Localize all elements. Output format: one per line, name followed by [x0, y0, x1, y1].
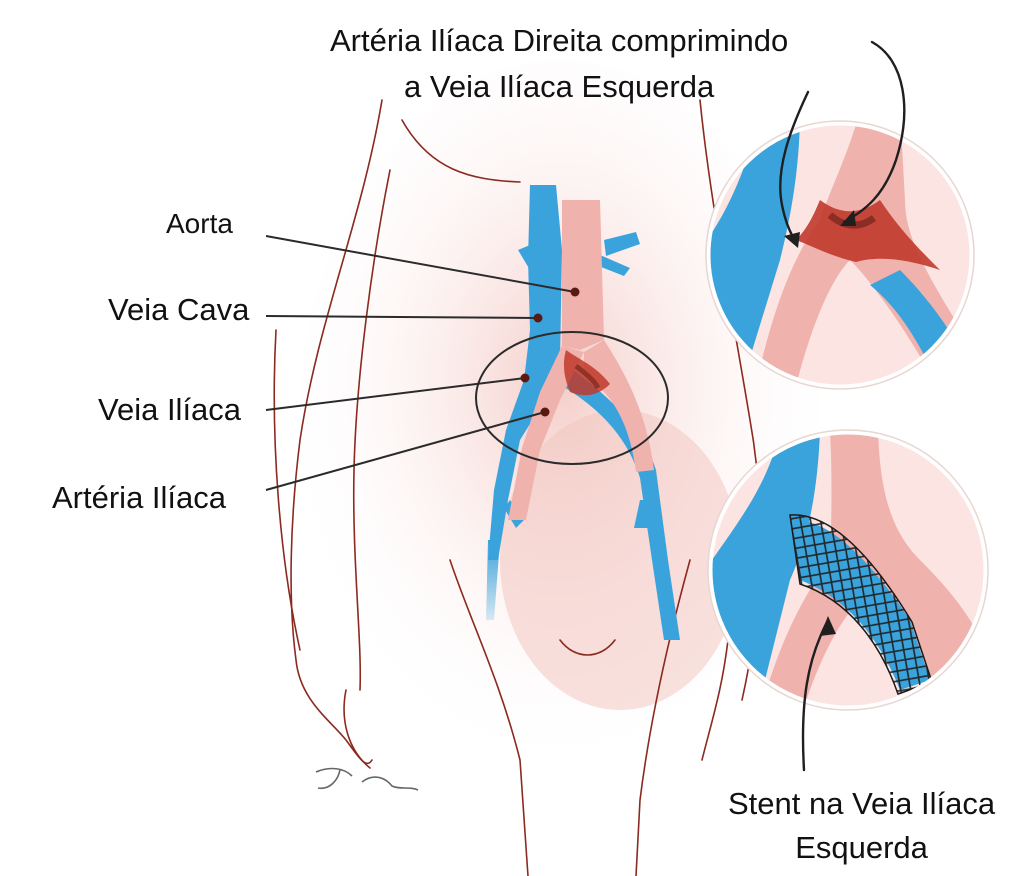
- callout-stent: Stent na Veia Ilíaca Esquerda: [728, 782, 995, 870]
- callout-stent-line1: Stent na Veia Ilíaca: [728, 786, 996, 821]
- aorta: [562, 200, 604, 350]
- label-vena-cava: Veia Cava: [108, 292, 250, 327]
- label-iliac-vein: Veia Ilíaca: [98, 392, 242, 427]
- label-iliac-artery: Artéria Ilíaca: [52, 480, 227, 515]
- callout-compression-line1: Artéria Ilíaca Direita comprimindo: [330, 23, 789, 58]
- torso-shading: [300, 60, 820, 780]
- label-aorta: Aorta: [166, 208, 233, 239]
- callout-compression-line2: a Veia Ilíaca Esquerda: [404, 69, 715, 104]
- focus-ellipse: [475, 331, 669, 465]
- detail-circle-compression: [705, 120, 975, 390]
- leader-dots: [520, 287, 580, 417]
- leader-lines: [265, 235, 576, 491]
- callout-arrows: [779, 40, 906, 772]
- artist-signature: [315, 767, 419, 791]
- body-outline: [273, 99, 761, 876]
- callout-stent-line2: Esquerda: [795, 830, 928, 865]
- callout-compression: Artéria Ilíaca Direita comprimindo a Vei…: [330, 18, 788, 110]
- vena-cava: [488, 185, 562, 560]
- main-vessels: [486, 185, 680, 640]
- iliac-artery-right: [508, 346, 584, 520]
- arrow-heads: [784, 210, 856, 636]
